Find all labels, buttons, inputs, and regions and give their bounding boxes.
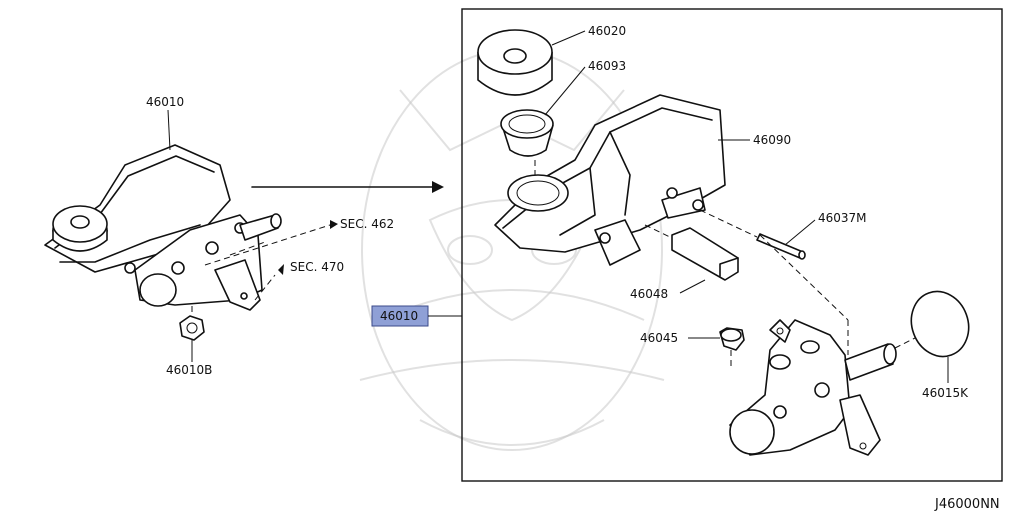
master-cylinder-assembly-drawing — [44, 144, 282, 311]
exploded-view-frame — [461, 8, 1003, 482]
label-46010-highlight[interactable]: 46010 — [380, 309, 418, 323]
label-46090: 46090 — [753, 133, 791, 147]
label-46015k: 46015K — [922, 386, 969, 400]
label-46045: 46045 — [640, 331, 678, 345]
grommet-46045-drawing — [719, 327, 745, 351]
strainer-46093-drawing — [500, 109, 554, 157]
pin-46037m-drawing — [756, 233, 806, 260]
label-sec-470[interactable]: SEC. 470 — [290, 260, 344, 274]
master-cylinder-body-drawing — [729, 319, 897, 456]
reservoir-cap-46020-drawing — [477, 29, 553, 96]
label-46093: 46093 — [588, 59, 626, 73]
label-46010-left: 46010 — [146, 95, 184, 109]
figure-code: J46000NN — [934, 497, 1000, 511]
seal-46048-drawing — [671, 227, 739, 281]
reservoir-tank-46090-drawing — [494, 94, 726, 266]
label-46010b: 46010B — [166, 363, 212, 377]
label-46020: 46020 — [588, 24, 626, 38]
nut-46010b-drawing — [179, 315, 205, 341]
o-ring-46015k-drawing — [910, 290, 970, 358]
label-46048: 46048 — [630, 287, 668, 301]
label-sec-462[interactable]: SEC. 462 — [340, 217, 394, 231]
label-46037m: 46037M — [818, 211, 867, 225]
